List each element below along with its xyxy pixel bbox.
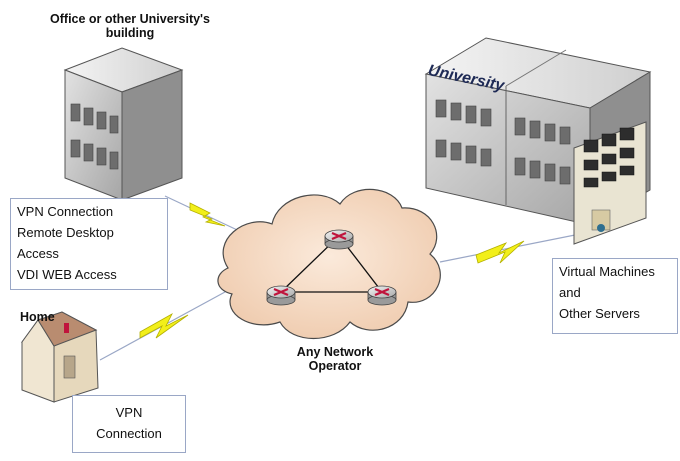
office-access-line: Access [17, 246, 59, 261]
servers-line: and [559, 285, 581, 300]
operator-label-line1: Any Network [296, 345, 374, 359]
server-rack-icon [573, 121, 647, 245]
office-title-line2: building [105, 26, 155, 40]
operator-label-line2: Operator [308, 359, 362, 373]
router-icon [367, 285, 397, 306]
office-access-line: VDI WEB Access [17, 267, 117, 282]
servers-line: Virtual Machines [559, 264, 655, 279]
router-icon [324, 229, 354, 250]
office-title: Office or other University's building [30, 12, 230, 40]
cloud-icon [217, 188, 441, 340]
home-vpn-box: VPN Connection [72, 395, 186, 453]
building-icon [63, 47, 184, 201]
office-title-line1: Office or other University's [50, 12, 210, 26]
office-access-box: VPN Connection Remote Desktop Access VDI… [10, 198, 168, 290]
servers-line: Other Servers [559, 306, 640, 321]
office-access-line: VPN Connection [17, 204, 114, 219]
house-icon [20, 311, 99, 403]
router-icon [266, 285, 296, 306]
home-vpn-line: Connection [96, 426, 162, 441]
lightning-link-icon [139, 202, 525, 339]
home-label: Home [20, 310, 55, 324]
home-vpn-line: VPN [115, 405, 143, 420]
servers-box: Virtual Machines and Other Servers [552, 258, 678, 334]
office-access-line: Remote Desktop [17, 225, 114, 240]
university-building-icon [424, 37, 652, 245]
operator-label: Any Network Operator [265, 345, 405, 373]
